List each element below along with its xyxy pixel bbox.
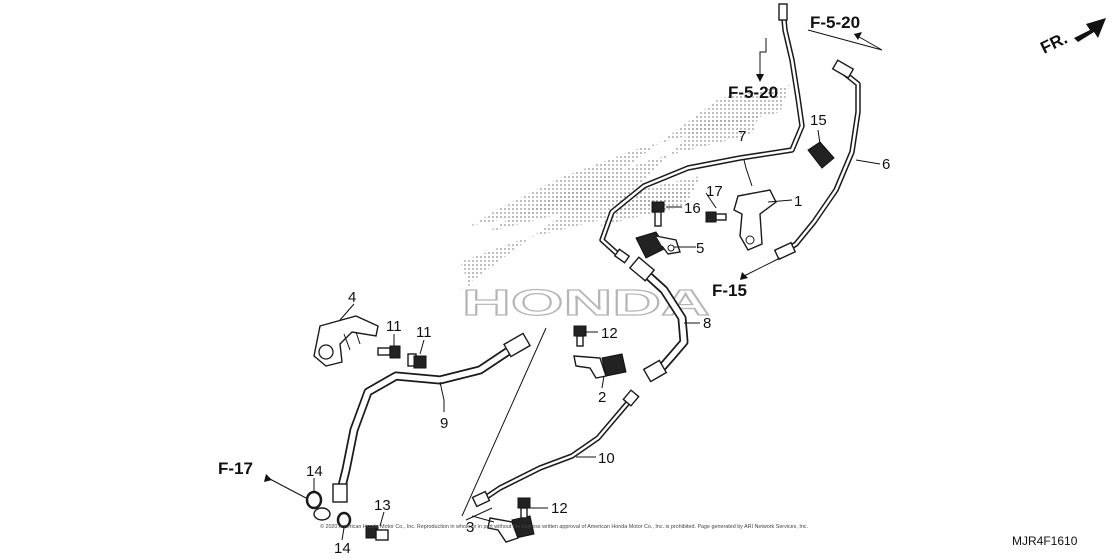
callout-16: 16 xyxy=(684,200,701,217)
callout-15: 15 xyxy=(810,112,827,129)
callout-7: 7 xyxy=(738,128,746,145)
sealing-washer-14b xyxy=(336,511,352,529)
honda-wordmark-watermark: HONDA xyxy=(462,282,710,323)
callout-12a: 12 xyxy=(601,325,618,342)
brake-pipe-6 xyxy=(773,59,861,261)
callout-14a: 14 xyxy=(306,463,323,480)
callout-11b: 11 xyxy=(416,324,432,341)
honda-wing-watermark xyxy=(460,85,790,290)
callout-14b: 14 xyxy=(334,540,351,557)
front-arrow-icon xyxy=(1074,18,1106,42)
callout-12b: 12 xyxy=(551,500,568,517)
copyright-notice: © 2020 American Honda Motor Co., Inc. Re… xyxy=(320,523,808,530)
callout-4: 4 xyxy=(348,289,356,306)
clamp-2 xyxy=(573,353,627,379)
clamp-5 xyxy=(635,231,681,259)
bolt-12b xyxy=(517,497,531,519)
ref-arrow-f15 xyxy=(740,257,781,280)
diagram-code: MJR4F1610 xyxy=(1012,534,1078,548)
callout-11a: 11 xyxy=(386,318,402,335)
brake-hose-8 xyxy=(628,256,689,383)
ref-arrow-f5-20-top xyxy=(807,29,883,51)
front-indicator-label: FR. xyxy=(1037,29,1070,58)
bolt-12a xyxy=(573,325,587,347)
callout-5: 5 xyxy=(696,240,704,257)
brake-joint-15 xyxy=(807,141,835,169)
ref-arrow-f17 xyxy=(264,474,307,499)
callout-13: 13 xyxy=(374,497,391,514)
bolt-11b xyxy=(407,353,427,369)
brake-pipe-10 xyxy=(471,389,640,508)
callout-1: 1 xyxy=(794,193,802,210)
leader-lines xyxy=(313,129,881,541)
ref-label-f5-20-top[interactable]: F-5-20 xyxy=(810,13,860,32)
callout-8: 8 xyxy=(703,315,711,332)
callout-9: 9 xyxy=(440,415,448,432)
callout-10: 10 xyxy=(598,450,615,467)
bolt-16 xyxy=(651,201,665,227)
bracket-4 xyxy=(313,315,379,367)
brake-pipe-7 xyxy=(599,3,805,264)
callout-17: 17 xyxy=(706,183,723,200)
callout-3: 3 xyxy=(466,519,474,536)
brake-hose-9 xyxy=(313,332,531,521)
bolt-11a xyxy=(377,345,401,359)
ref-label-f17[interactable]: F-17 xyxy=(218,459,253,478)
bolt-17 xyxy=(705,211,727,223)
ref-label-f5-20-mid[interactable]: F-5-20 xyxy=(728,83,778,102)
ref-arrow-f5-20-mid xyxy=(756,38,767,82)
bolt-13 xyxy=(365,525,389,541)
sealing-washer-14a xyxy=(305,490,323,510)
callout-2: 2 xyxy=(598,389,606,406)
ref-label-f15[interactable]: F-15 xyxy=(712,281,747,300)
callout-6: 6 xyxy=(882,156,890,173)
bracket-1 xyxy=(733,189,777,251)
